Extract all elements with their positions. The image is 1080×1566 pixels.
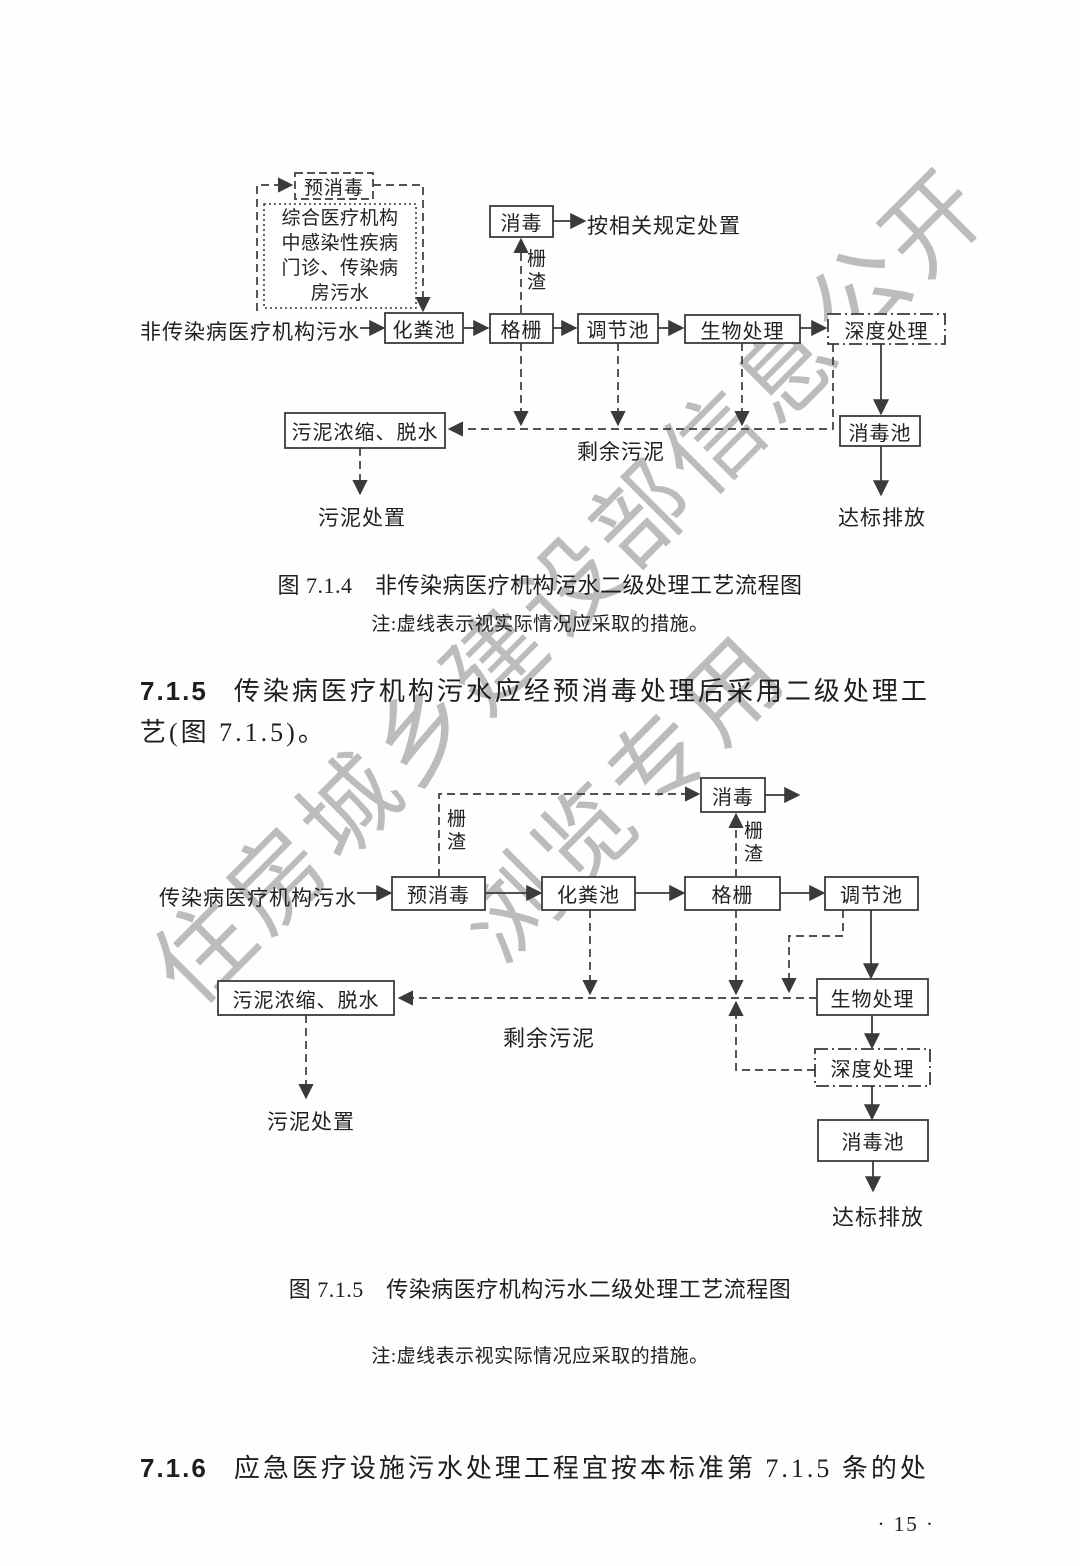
fig2-screenings-label-left: 栅 渣 — [447, 809, 467, 853]
fig1-caption: 图 7.1.4 非传染病医疗机构污水二级处理工艺流程图 — [277, 573, 803, 598]
fig1-discharge-label: 达标排放 — [838, 506, 926, 530]
fig2-caption: 图 7.1.5 传染病医疗机构污水二级处理工艺流程图 — [288, 1277, 792, 1302]
section-7-1-5-number: 7.1.5 — [140, 676, 208, 706]
section-7-1-6-line1: 7.1.6 应急医疗设施污水处理工程宜按本标准第 7.1.5 条的处 — [140, 1448, 952, 1485]
regulating-tank-box-outline — [824, 876, 919, 911]
fig1-input-label: 非传染病医疗机构污水 — [140, 320, 360, 344]
section-7-1-5-text: 传染病医疗机构污水应经预消毒处理后采用二级处理工 — [233, 677, 930, 706]
section-7-1-5-line1: 7.1.5 传染病医疗机构污水应经预消毒处理后采用二级处理工 — [140, 671, 952, 708]
biological-treatment-box-outline — [684, 314, 801, 344]
fig1-biological-treatment-box: 生物处理 — [700, 320, 785, 343]
fig2-septic-tank-box: 化粪池 — [557, 885, 620, 907]
sludge-thickening-box-outline — [284, 412, 446, 449]
dashed-flow-line — [438, 786, 701, 877]
fig1-excess-sludge-label: 剩余污泥 — [577, 440, 665, 464]
section-7-1-5-line2: 艺(图 7.1.5)。 — [140, 718, 327, 747]
fig1-disposal-note: 按相关规定处置 — [587, 214, 741, 238]
dashed-flow-line — [728, 1000, 815, 1071]
fig2-contact-tank-box: 消毒池 — [841, 1132, 905, 1154]
pre-disinfection-box-outline — [391, 876, 486, 911]
disinfection-box-outline — [489, 205, 554, 238]
fig1-sludge-thickening-box: 污泥浓缩、脱水 — [291, 422, 439, 444]
fig2-note: 注:虚线表示视实际情况应采取的措施。 — [371, 1346, 709, 1367]
fig2-sludge-disposal-label: 污泥处置 — [267, 1110, 355, 1134]
fig2-advanced-treatment-box: 深度处理 — [830, 1059, 915, 1081]
fig1-regulating-tank-box: 调节池 — [586, 320, 650, 342]
figure2-diagram — [217, 777, 931, 1193]
dashed-flow-line — [373, 184, 431, 313]
fig2-biological-treatment-box: 生物处理 — [830, 988, 915, 1011]
fig1-disinfection-box: 消毒 — [500, 213, 543, 235]
fig2-regulating-tank-box: 调节池 — [840, 885, 903, 907]
contact-tank-box-outline — [839, 415, 921, 447]
fig2-sludge-thickening-box: 污泥浓缩、脱水 — [232, 989, 380, 1012]
fig1-advanced-treatment-box: 深度处理 — [844, 320, 929, 343]
dashed-flow-line — [256, 177, 294, 311]
advanced-treatment-box-outline — [827, 313, 946, 345]
section-7-1-6-text: 应急医疗设施污水处理工程宜按本标准第 7.1.5 条的处 — [233, 1454, 929, 1483]
figure1-diagram — [256, 172, 946, 497]
biological-treatment-box-outline — [816, 978, 929, 1016]
fig2-screen-box: 格栅 — [711, 885, 754, 907]
fig1-sludge-disposal-label: 污泥处置 — [318, 506, 406, 530]
fig2-excess-sludge-label: 剩余污泥 — [503, 1026, 596, 1051]
fig2-pre-disinfection-box: 预消毒 — [407, 885, 470, 907]
fig2-disinfection-box: 消毒 — [712, 786, 754, 809]
fig1-pre-disinfection-box: 预消毒 — [303, 177, 364, 199]
fig1-septic-tank-box: 化粪池 — [392, 319, 456, 342]
fig2-discharge-label: 达标排放 — [832, 1205, 925, 1230]
fig1-screen-box: 格栅 — [500, 320, 543, 342]
fig1-contact-tank-box: 消毒池 — [848, 422, 912, 445]
fig1-note: 注:虚线表示视实际情况应采取的措施。 — [371, 614, 709, 635]
advanced-treatment-box-outline — [814, 1048, 931, 1087]
fig2-input-label: 传染病医疗机构污水 — [159, 886, 357, 910]
section-7-1-6-number: 7.1.6 — [140, 1453, 208, 1483]
fig1-screenings-label: 栅 渣 — [527, 249, 547, 293]
fig2-screenings-label-right: 栅 渣 — [744, 821, 764, 865]
pre-disinfection-box-outline — [294, 172, 374, 200]
page-number: · 15 · — [877, 1512, 935, 1536]
fig1-source-note: 综合医疗机构 中感染性疾病 门诊、传染病 房污水 — [281, 208, 399, 304]
dashed-flow-line — [447, 344, 834, 437]
source-note-box-outline — [263, 203, 417, 309]
dashed-flow-line — [781, 910, 844, 994]
